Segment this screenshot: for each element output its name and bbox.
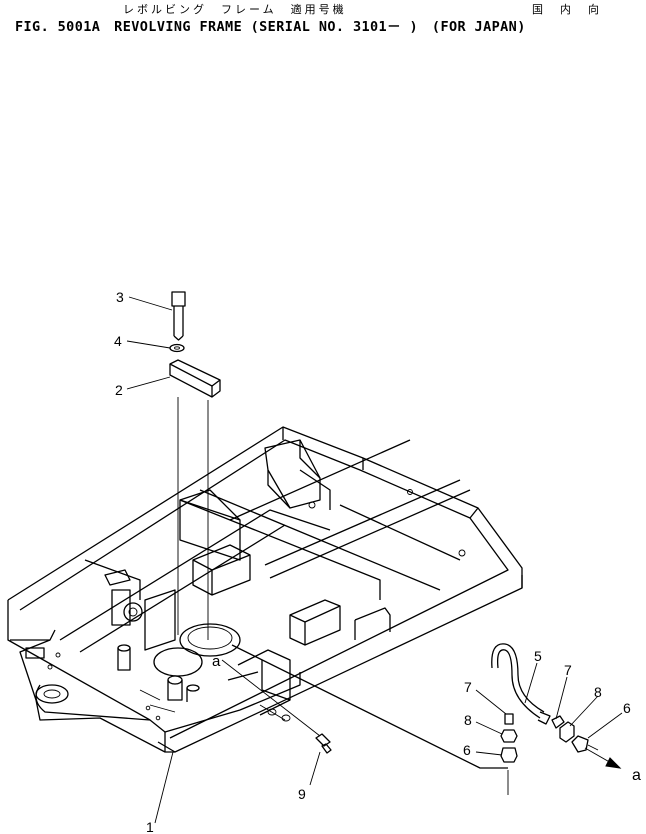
part-5-hose [491, 643, 551, 725]
arrowhead-icon [605, 757, 622, 769]
reference-a-on-frame: a [212, 653, 221, 670]
callout-2: 2 [115, 382, 123, 398]
callout-7-right: 7 [564, 662, 572, 678]
callout-4: 4 [114, 333, 122, 349]
part-6-adapter-right [571, 735, 599, 753]
callout-3: 3 [116, 289, 124, 305]
callout-5: 5 [534, 648, 542, 664]
revolving-frame [7, 426, 523, 753]
part-7-elbow-right [551, 715, 565, 729]
callout-8-right: 8 [594, 684, 602, 700]
callout-8-left: 8 [464, 712, 472, 728]
part-6-adapter-left [500, 747, 518, 763]
callout-6-right: 6 [623, 700, 631, 716]
connecting-pipe-line [231, 644, 508, 769]
leader-lines [126, 296, 623, 824]
reference-a-arrow: a [632, 767, 641, 784]
japanese-region-label: 国 内 向 [532, 3, 602, 16]
callout-1: 1 [146, 819, 154, 834]
callout-6-left: 6 [463, 742, 471, 758]
part-3-bolt [171, 291, 186, 341]
part-8-nut-left [500, 729, 518, 743]
part-9-fitting [315, 733, 332, 754]
japanese-title: レボルビング フレーム 適用号機 [123, 3, 347, 16]
callout-9: 9 [298, 786, 306, 802]
part-4-washer [169, 343, 185, 353]
part-2-block [169, 359, 221, 398]
figure-title: FIG. 5001A REVOLVING FRAME (SERIAL NO. 3… [15, 19, 526, 35]
part-7-elbow-left [504, 713, 514, 725]
callout-7-left: 7 [464, 679, 472, 695]
part-8-nut-right [559, 721, 575, 743]
